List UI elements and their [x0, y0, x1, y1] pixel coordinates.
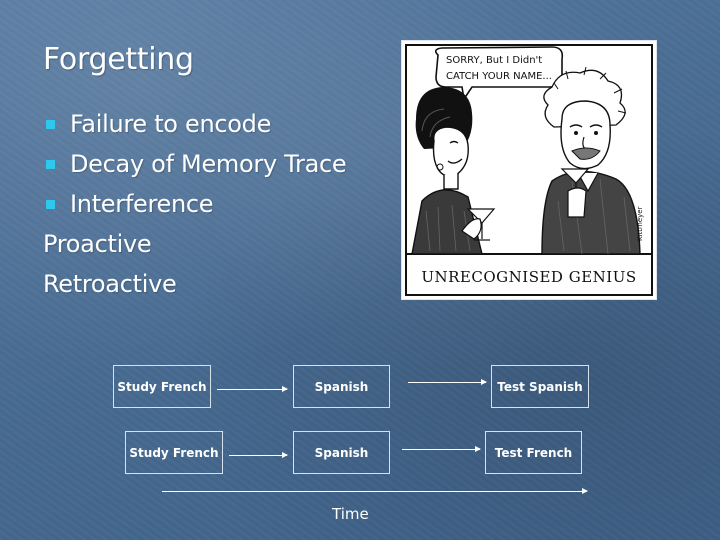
- square-bullet-icon: [46, 200, 55, 209]
- row1-spanish-box: Spanish: [293, 365, 390, 408]
- row1-spanish-label: Spanish: [314, 379, 369, 394]
- cartoon-caption: UNRECOGNISED GENIUS: [421, 268, 636, 286]
- time-axis-arrow: [162, 488, 588, 494]
- row2-study-french-label: Study French: [129, 445, 219, 460]
- bullet-item: Interference: [43, 188, 346, 228]
- row1-study-french-label: Study French: [117, 379, 207, 394]
- row2-arrow-1: [229, 452, 288, 458]
- row2-spanish-box: Spanish: [293, 431, 390, 474]
- row1-study-french-box: Study French: [113, 365, 211, 408]
- bullet-text: Failure to encode: [70, 110, 272, 138]
- square-bullet-icon: [46, 120, 55, 129]
- time-label: Time: [332, 505, 369, 523]
- row1-arrow-2: [408, 379, 487, 385]
- retroactive-label: Retroactive: [43, 270, 177, 298]
- bullet-text: Decay of Memory Trace: [70, 150, 347, 178]
- row1-arrow-1: [217, 386, 288, 392]
- square-bullet-icon: [46, 160, 55, 169]
- bullet-list: Failure to encode Decay of Memory Trace …: [43, 108, 347, 228]
- row2-test-french-label: Test French: [494, 445, 573, 460]
- bullet-text: Interference: [70, 190, 214, 218]
- row2-spanish-label: Spanish: [314, 445, 369, 460]
- cartoon-signature: Kittmeyer: [636, 206, 644, 241]
- row2-arrow-2: [402, 446, 481, 452]
- speech-line-1: SORRY, But I Didn't: [446, 55, 542, 66]
- speech-line-2: CATCH YOUR NAME...: [446, 71, 552, 82]
- bullet-item: Failure to encode: [43, 108, 346, 148]
- row2-study-french-box: Study French: [125, 431, 223, 474]
- proactive-label: Proactive: [43, 230, 152, 258]
- cartoon-image: SORRY, But I Didn't CATCH YOUR NAME...: [402, 41, 656, 299]
- slide-title: Forgetting: [43, 42, 194, 77]
- row1-test-spanish-label: Test Spanish: [497, 379, 583, 394]
- bullet-item: Decay of Memory Trace: [43, 148, 347, 188]
- row2-test-french-box: Test French: [485, 431, 582, 474]
- row1-test-spanish-box: Test Spanish: [491, 365, 589, 408]
